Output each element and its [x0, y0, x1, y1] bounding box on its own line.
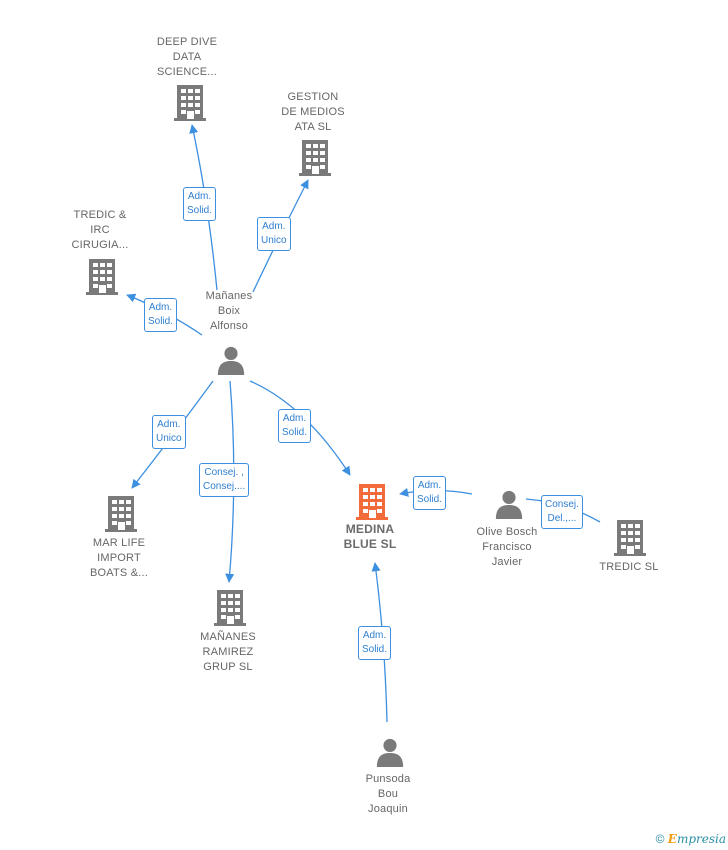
node-label-line: GRUP SL [203, 661, 253, 673]
edge-label-to-deep-dive[interactable]: Adm. Solid. [183, 187, 217, 221]
node-label-line: Alfonso [209, 320, 249, 332]
edge-label-line: Solid. [187, 205, 213, 216]
node-label-line: Francisco [482, 541, 532, 553]
edge-label-mb-to-medina[interactable]: Adm. Solid. [278, 409, 312, 443]
node-label-manianes-ramirez[interactable]: MAÑANES RAMIREZ GRUP SL [163, 630, 293, 675]
footer-credit: © Empresia [656, 832, 726, 846]
node-label-line: IMPORT [97, 552, 141, 564]
node-label-line: RAMIREZ [202, 646, 254, 658]
edge-label-line: Solid. [282, 427, 308, 438]
edge-label-line: Adm. [187, 191, 212, 202]
node-label-line: MAÑANES [200, 631, 256, 643]
person-icon[interactable] [217, 346, 245, 375]
node-label-line: Javier [491, 556, 523, 568]
edge-label-to-manianes-ramirez[interactable]: Consej. , Consej.... [199, 463, 250, 497]
node-label-line: Boix [217, 305, 241, 317]
brand-logo[interactable]: Empresia [667, 832, 726, 846]
node-label-line: MAR LIFE [92, 537, 146, 549]
edge-label-to-gestion[interactable]: Adm. Unico [257, 217, 291, 251]
edge-label-line: Consej. [545, 499, 579, 510]
node-label-tredic-irc[interactable]: TREDIC & IRC CIRUGIA... [35, 208, 165, 253]
node-label-mar-life[interactable]: MAR LIFE IMPORT BOATS &... [54, 536, 184, 581]
node-label-line: Mañanes [205, 290, 253, 302]
edge-label-line: Unico [156, 433, 182, 444]
node-label-line: Punsoda [365, 773, 411, 785]
node-label-line: Bou [377, 788, 399, 800]
node-label-line: BOATS &... [89, 567, 149, 579]
edge-label-line: Adm. [362, 630, 387, 641]
node-label-line: BLUE SL [343, 537, 397, 551]
edge-label-pb-to-medina[interactable]: Adm. Solid. [358, 626, 392, 660]
node-label-line: TREDIC SL [599, 561, 659, 573]
node-label-line: CIRUGIA... [71, 239, 129, 251]
edge-label-line: Solid. [362, 644, 388, 655]
edge-label-line: Adm. [262, 221, 286, 232]
node-label-line: ATA SL [294, 121, 332, 133]
node-label-line: DE MEDIOS [281, 106, 345, 118]
node-label-line: SCIENCE... [156, 66, 218, 78]
building-icon[interactable] [614, 520, 646, 556]
person-icon[interactable] [376, 738, 404, 767]
building-icon[interactable] [86, 259, 118, 295]
copyright-icon: © [655, 832, 665, 846]
node-label-tredic-sl[interactable]: TREDIC SL [564, 560, 694, 575]
edge-label-line: Del.,... [547, 513, 577, 524]
node-label-line: TREDIC & [73, 209, 127, 221]
node-label-gestion[interactable]: GESTION DE MEDIOS ATA SL [248, 90, 378, 135]
node-label-line: DATA [172, 51, 202, 63]
edge-label-line: Adm. [282, 413, 307, 424]
building-icon[interactable] [214, 590, 246, 626]
node-label-line: MEDINA [345, 522, 395, 536]
building-icon[interactable] [299, 140, 331, 176]
edge-label-to-mar-life[interactable]: Adm. Unico [152, 415, 186, 449]
edge-label-ob-to-medina[interactable]: Adm. Solid. [413, 476, 447, 510]
edge-label-ob-to-tredic[interactable]: Consej. Del.,... [541, 495, 583, 529]
node-label-line: Joaquin [368, 803, 408, 815]
building-icon[interactable] [105, 496, 137, 532]
edge-label-line: Solid. [417, 494, 443, 505]
person-icon[interactable] [495, 490, 523, 519]
building-icon[interactable] [174, 85, 206, 121]
edge-label-line: Unico [261, 235, 287, 246]
node-label-line: IRC [90, 224, 110, 236]
building-icon[interactable] [356, 484, 388, 520]
edge-label-to-tredic-irc[interactable]: Adm. Solid. [144, 298, 178, 332]
edge-label-line: Consej.... [203, 481, 246, 492]
edge-label-line: Adm. [148, 302, 173, 313]
edge-label-line: Adm. [157, 419, 181, 430]
node-label-deep-dive[interactable]: DEEP DIVE DATA SCIENCE... [122, 35, 252, 80]
edge-label-line: Adm. [417, 480, 442, 491]
node-label-line: GESTION [287, 91, 339, 103]
edge-label-line: Consej. , [204, 467, 244, 478]
node-label-line: Olive Bosch [476, 526, 538, 538]
node-label-line: DEEP DIVE [156, 36, 218, 48]
edge-label-line: Solid. [148, 316, 174, 327]
